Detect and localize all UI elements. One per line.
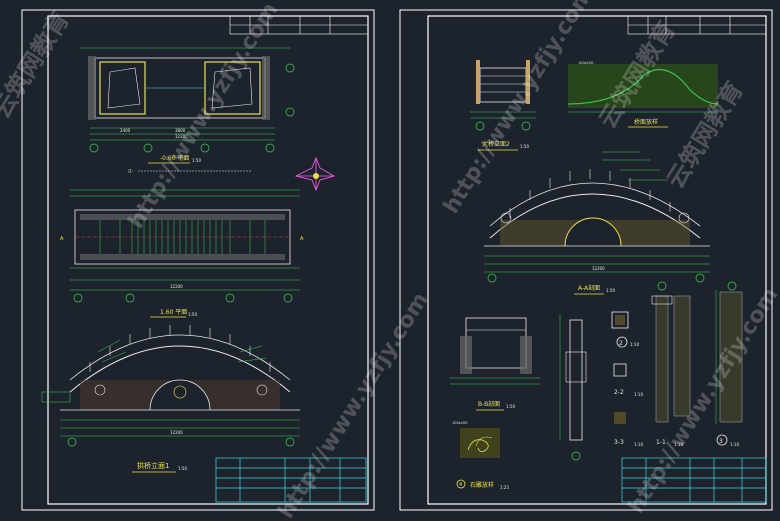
detail-3-view: 3 1:10 [673,281,743,447]
dim-text: 100x100 [578,61,593,65]
left-sheet: 2400 3800 12200 -0.60 平面 1:50 注： [21,9,375,511]
note-text: 注： [128,168,135,173]
detail-number: 2 [619,340,623,347]
arch-elevation-1-view: 12200 拱桥立面1 1:50 [41,325,300,473]
view-title: 1.60 平面 [160,309,187,316]
view-scale: 1:50 [188,312,197,317]
detail-2-view: 2 1:10 2-2 1:10 3-3 1:10 [611,311,643,447]
detail-number: 4 [459,482,462,488]
dim-text: 12200 [592,266,605,271]
section-mark: A [300,236,304,242]
bridge-curve-view: 100x100 桥面放样 [567,61,719,128]
detail-1-1-view: 1-1 1:10 [651,281,683,447]
view-scale: 1:50 [178,466,187,471]
view-title: 桥面放样 [634,118,658,126]
view-title: A-A剖面 [578,284,600,292]
right-sheet: 大桥立面2 1:50 100x100 桥面放样 [399,9,773,511]
view-title: 3-3 [614,439,624,446]
view-scale: 1:50 [520,144,529,149]
view-title: 大桥立面2 [482,140,510,148]
view-title: B-B剖面 [478,400,500,408]
view-scale: 1:25 [500,485,509,490]
plan-160-view: A A 12200 1.60 平面 1:50 [60,189,304,318]
view-scale: 1:10 [634,392,643,397]
view-scale: 1:50 [192,158,201,163]
column-detail-view [559,314,587,461]
bb-section-view: B-B剖面 1:50 [450,317,540,411]
stone-carving-view: 100x100 4 石雕放样 1:25 [452,421,509,490]
north-arrow-icon [294,156,336,192]
view-title: 1-1 [656,439,666,446]
dim-text: 12200 [170,284,183,289]
view-scale: 1:10 [674,442,683,447]
dim-text: 100x100 [452,421,467,425]
title-block-left [215,457,367,503]
view-scale: 1:50 [606,288,615,293]
view-scale: 1:10 [634,442,643,447]
view-scale: 1:10 [630,342,639,347]
view-title: 2-2 [614,389,624,396]
top-title-strip [229,15,369,35]
section-mark: A [60,236,64,242]
view-title: 拱桥立面1 [137,461,169,470]
title-block-right [621,457,767,503]
view-scale: 1:50 [506,404,515,409]
view-scale: 1:10 [730,442,739,447]
plan-060-view: 2400 3800 12200 -0.60 平面 1:50 注： [80,47,295,173]
aa-section-view: 12200 A-A剖面 1:50 [484,151,710,295]
dim-text: 3800 [175,128,186,133]
dim-text: 2400 [120,128,131,133]
view-title: 石雕放样 [470,481,494,489]
small-elevation-view: 大桥立面2 1:50 [470,60,536,151]
top-title-strip [627,15,767,35]
dim-text: 12200 [170,430,183,435]
dim-text: 12200 [175,134,188,139]
detail-number: 3 [719,438,723,445]
view-title: -0.60 平面 [160,155,189,162]
